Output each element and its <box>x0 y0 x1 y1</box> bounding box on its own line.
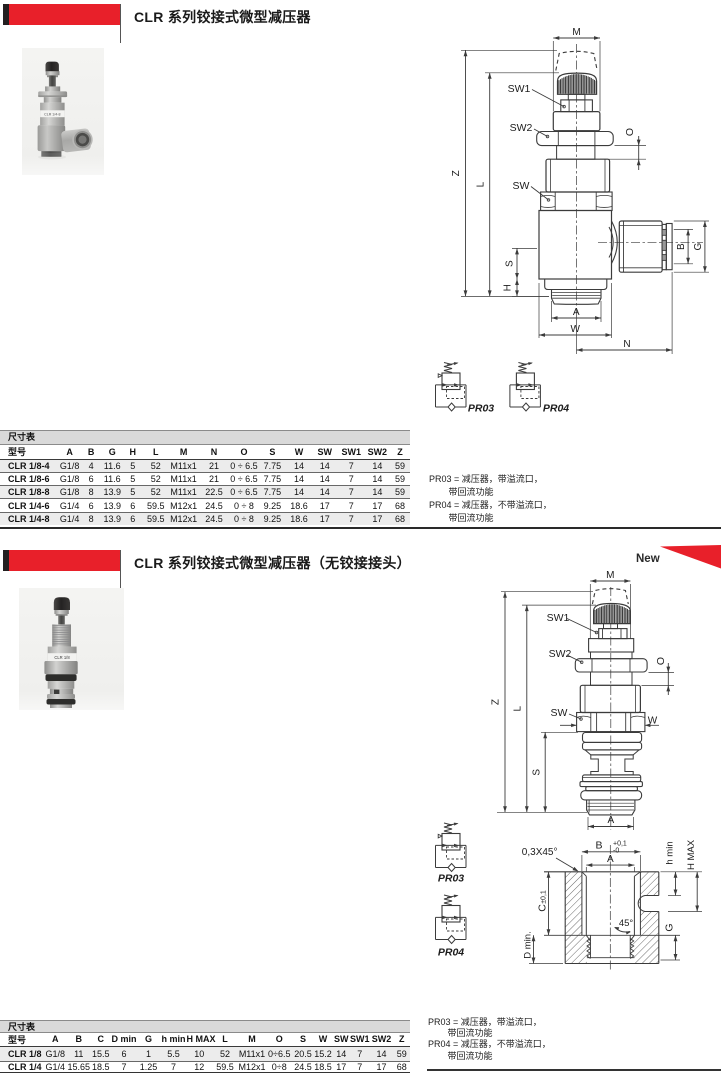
svg-text:M: M <box>572 27 580 38</box>
svg-text:Z: Z <box>451 170 462 176</box>
svg-text:H: H <box>503 284 514 291</box>
svg-text:W: W <box>570 324 580 335</box>
svg-text:h min: h min <box>665 841 676 864</box>
svg-text:45°: 45° <box>619 918 634 929</box>
svg-text:SW2: SW2 <box>549 648 572 660</box>
svg-text:CLR 1/8: CLR 1/8 <box>54 655 70 660</box>
svg-text:SW1: SW1 <box>508 83 531 95</box>
svg-text:L: L <box>513 705 524 711</box>
svg-text:SW: SW <box>551 707 568 719</box>
svg-text:SW1: SW1 <box>547 612 570 624</box>
svg-text:B: B <box>595 840 602 852</box>
svg-text:SW: SW <box>513 180 530 192</box>
svg-text:0,3X45°: 0,3X45° <box>522 847 558 858</box>
svg-text:PR03: PR03 <box>438 873 464 885</box>
svg-text:M: M <box>606 570 614 581</box>
svg-text:A: A <box>607 854 614 865</box>
svg-text:SW2: SW2 <box>510 122 533 134</box>
svg-text:N: N <box>623 339 630 350</box>
svg-text:W: W <box>648 716 658 727</box>
svg-text:O: O <box>624 128 636 136</box>
svg-text:D min.: D min. <box>523 931 534 958</box>
svg-text:Z: Z <box>491 699 502 705</box>
svg-text:+0,1: +0,1 <box>613 841 627 848</box>
svg-text:PR04: PR04 <box>543 403 569 415</box>
svg-text:S: S <box>532 769 543 776</box>
svg-text:CLR 1/4-8: CLR 1/4-8 <box>44 113 60 117</box>
svg-text:-0: -0 <box>613 848 619 855</box>
svg-text:L: L <box>476 181 487 187</box>
svg-text:G: G <box>664 923 676 931</box>
svg-text:PR04: PR04 <box>438 947 464 959</box>
svg-text:A: A <box>573 307 580 318</box>
svg-text:A: A <box>607 815 614 826</box>
svg-text:PR03: PR03 <box>468 403 494 415</box>
svg-text:C: C <box>537 904 549 912</box>
svg-text:B: B <box>676 243 687 250</box>
svg-text:O: O <box>655 657 667 665</box>
svg-text:H MAX: H MAX <box>686 839 697 870</box>
svg-text:S: S <box>505 260 516 267</box>
svg-text:±0,1: ±0,1 <box>541 890 548 904</box>
svg-text:G: G <box>693 242 704 250</box>
